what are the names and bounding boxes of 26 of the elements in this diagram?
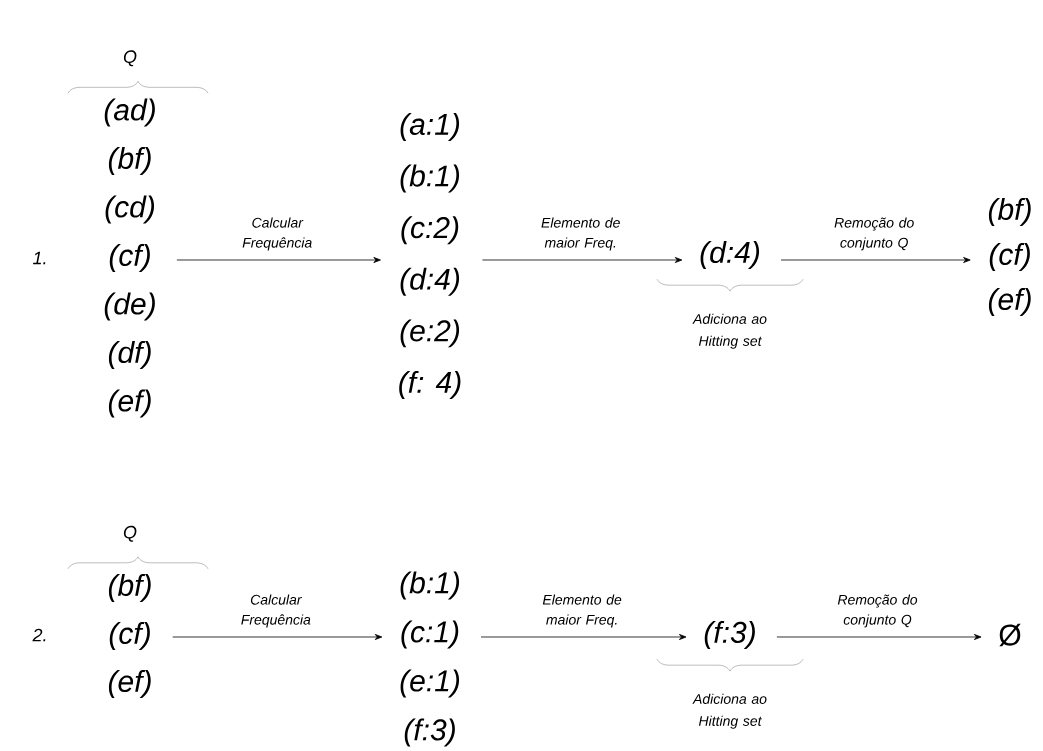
annotation-text: Adiciona ao Hitting set	[692, 693, 767, 729]
term-list: (b:1) (c:1) (e:1) (f:3)	[400, 571, 460, 747]
term-list: (d:4)	[700, 241, 760, 269]
step-number: 2.	[32, 628, 46, 642]
edge-label: Elemento de maior Freq.	[541, 217, 620, 251]
arrow	[176, 257, 381, 263]
arrow	[480, 634, 687, 640]
edge-label: Calcular Frequência	[242, 217, 312, 251]
set-label: Q	[123, 50, 137, 67]
arrow	[780, 257, 971, 263]
arrow	[776, 634, 982, 640]
term-list: (f:3)	[704, 621, 755, 649]
term-list: (a:1) (b:1) (c:2) (d:4) (e:2) (f: 4)	[399, 113, 461, 399]
term-list: (ad) (bf) (cd) (cf) (de) (df) (ef)	[104, 98, 155, 418]
edge-label: Elemento de maior Freq.	[542, 594, 622, 628]
arrow	[482, 257, 683, 263]
step-number: 1.	[32, 251, 46, 265]
term-list: (bf) (cf) (ef)	[108, 574, 151, 698]
edge-label: Calcular Frequência	[241, 594, 311, 628]
edge-label: Remoção do conjunto Q	[834, 217, 914, 251]
annotation-text: Adiciona ao Hitting set	[692, 313, 767, 349]
arrow	[172, 634, 383, 640]
term-list: Ø	[999, 623, 1021, 647]
edge-label: Remoção do conjunto Q	[837, 594, 918, 628]
set-label: Q	[123, 525, 137, 542]
term-list: (bf) (cf) (ef)	[988, 198, 1031, 316]
